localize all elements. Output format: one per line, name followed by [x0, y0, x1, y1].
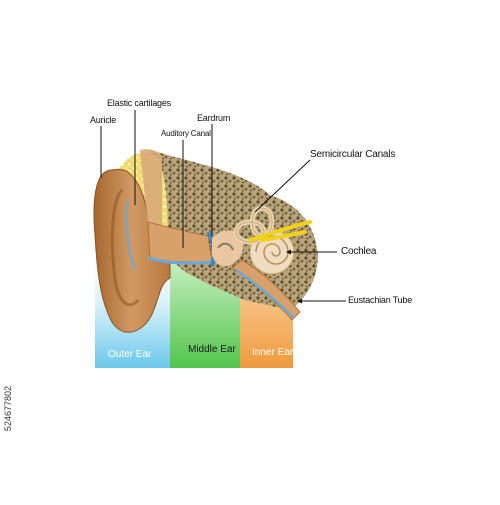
label-cochlea: Cochlea [341, 246, 377, 257]
label-eustachian-tube: Eustachian Tube [348, 295, 413, 305]
label-auricle: Auricle [90, 115, 117, 125]
label-semicircular-canals: Semicircular Canals [310, 149, 396, 160]
zone-label-outer-ear: Outer Ear [108, 349, 152, 360]
semicircular-canals-pointer [254, 159, 311, 213]
zone-label-inner-ear: Inner Ear [252, 347, 294, 358]
zone-label-middle-ear: Middle Ear [188, 344, 236, 355]
stock-id-text: 524677802 [3, 386, 13, 432]
label-auditory-canal: Auditory Canal [161, 129, 211, 138]
label-elastic-cartilages: Elastic cartilages [107, 98, 171, 108]
auditory-nerve [248, 220, 312, 242]
label-eardrum: Eardrum [197, 113, 231, 123]
